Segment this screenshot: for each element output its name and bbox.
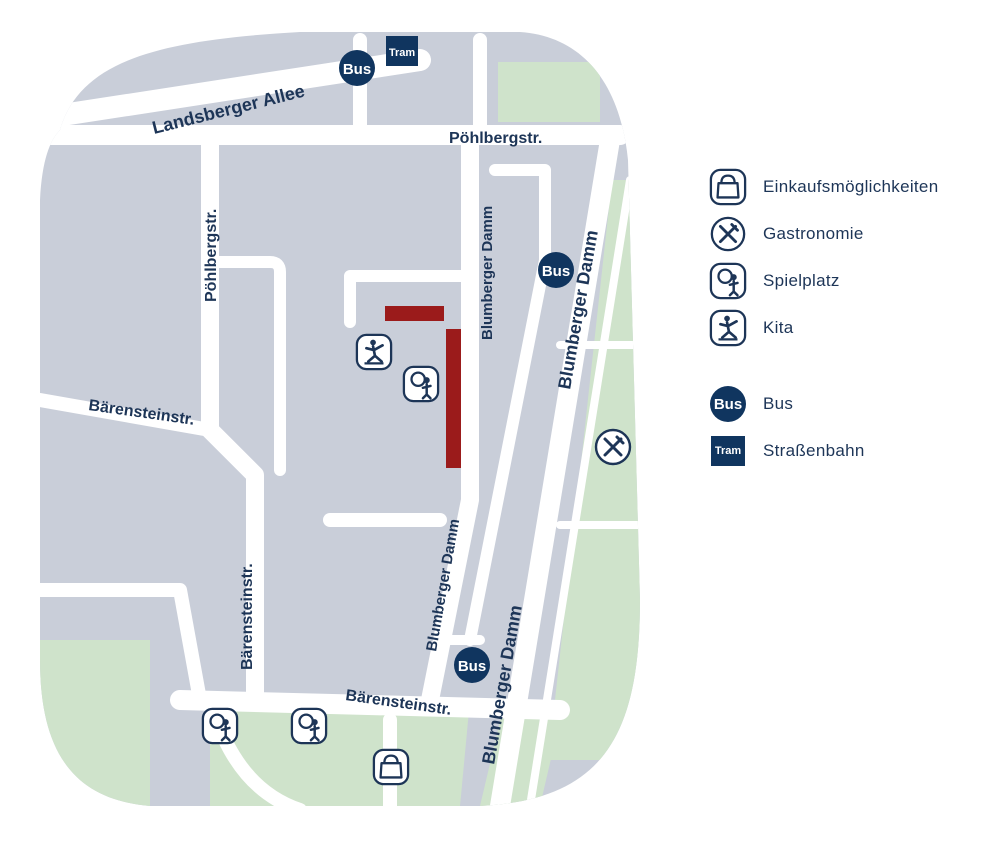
playground-icon[interactable] [290, 707, 328, 745]
tram-stop-top[interactable]: Tram [386, 36, 418, 66]
legend-item-tram: Tram Straßenbahn [708, 432, 988, 470]
bus-stop-top[interactable]: Bus [339, 50, 375, 86]
legend-item-gastronomy: Gastronomie [708, 215, 988, 253]
legend-label: Kita [763, 318, 794, 337]
playground-icon [708, 262, 748, 300]
highlighted-building [385, 306, 461, 468]
street-poehlbergstr-left: Pöhlbergstr. [203, 209, 220, 302]
legend-label: Spielplatz [763, 271, 840, 290]
kita-icon[interactable] [355, 333, 393, 371]
playground-icon[interactable] [201, 707, 239, 745]
street-baerensteinstr-vertical: Bärensteinstr. [239, 563, 256, 670]
legend-item-kita: Kita [708, 309, 988, 347]
fork-knife-icon [708, 215, 748, 253]
svg-text:Bus: Bus [458, 658, 486, 675]
bus-badge: Bus [710, 386, 746, 422]
legend-item-shopping: Einkaufsmöglichkeiten [708, 168, 988, 206]
shopping-bag-icon [708, 168, 748, 206]
map-legend: Einkaufsmöglichkeiten Gastronomie Spielp… [708, 168, 988, 479]
legend-label: Bus [763, 394, 794, 413]
svg-text:Bus: Bus [343, 61, 371, 78]
shopping-bag-icon[interactable] [372, 748, 410, 786]
legend-item-playground: Spielplatz [708, 262, 988, 300]
fork-knife-icon[interactable] [594, 428, 632, 466]
legend-label: Straßenbahn [763, 441, 865, 460]
playground-icon[interactable] [402, 365, 440, 403]
svg-text:Bus: Bus [542, 263, 570, 280]
tram-badge-icon: Tram [708, 432, 748, 470]
green-areas [40, 62, 640, 806]
bus-badge-icon: Bus [708, 385, 748, 423]
legend-label: Gastronomie [763, 224, 864, 243]
bus-stop-bottom[interactable]: Bus [454, 647, 490, 683]
kita-child-icon [708, 309, 748, 347]
legend-label: Einkaufsmöglichkeiten [763, 177, 939, 196]
legend-item-bus: Bus Bus [708, 385, 988, 423]
bus-stop-middle[interactable]: Bus [538, 252, 574, 288]
svg-text:Tram: Tram [389, 47, 416, 59]
tram-badge: Tram [711, 436, 745, 466]
street-poehlbergstr-top: Pöhlbergstr. [449, 130, 542, 147]
roads [40, 33, 640, 806]
street-blumberger-damm-inner-top: Blumberger Damm [479, 206, 496, 340]
